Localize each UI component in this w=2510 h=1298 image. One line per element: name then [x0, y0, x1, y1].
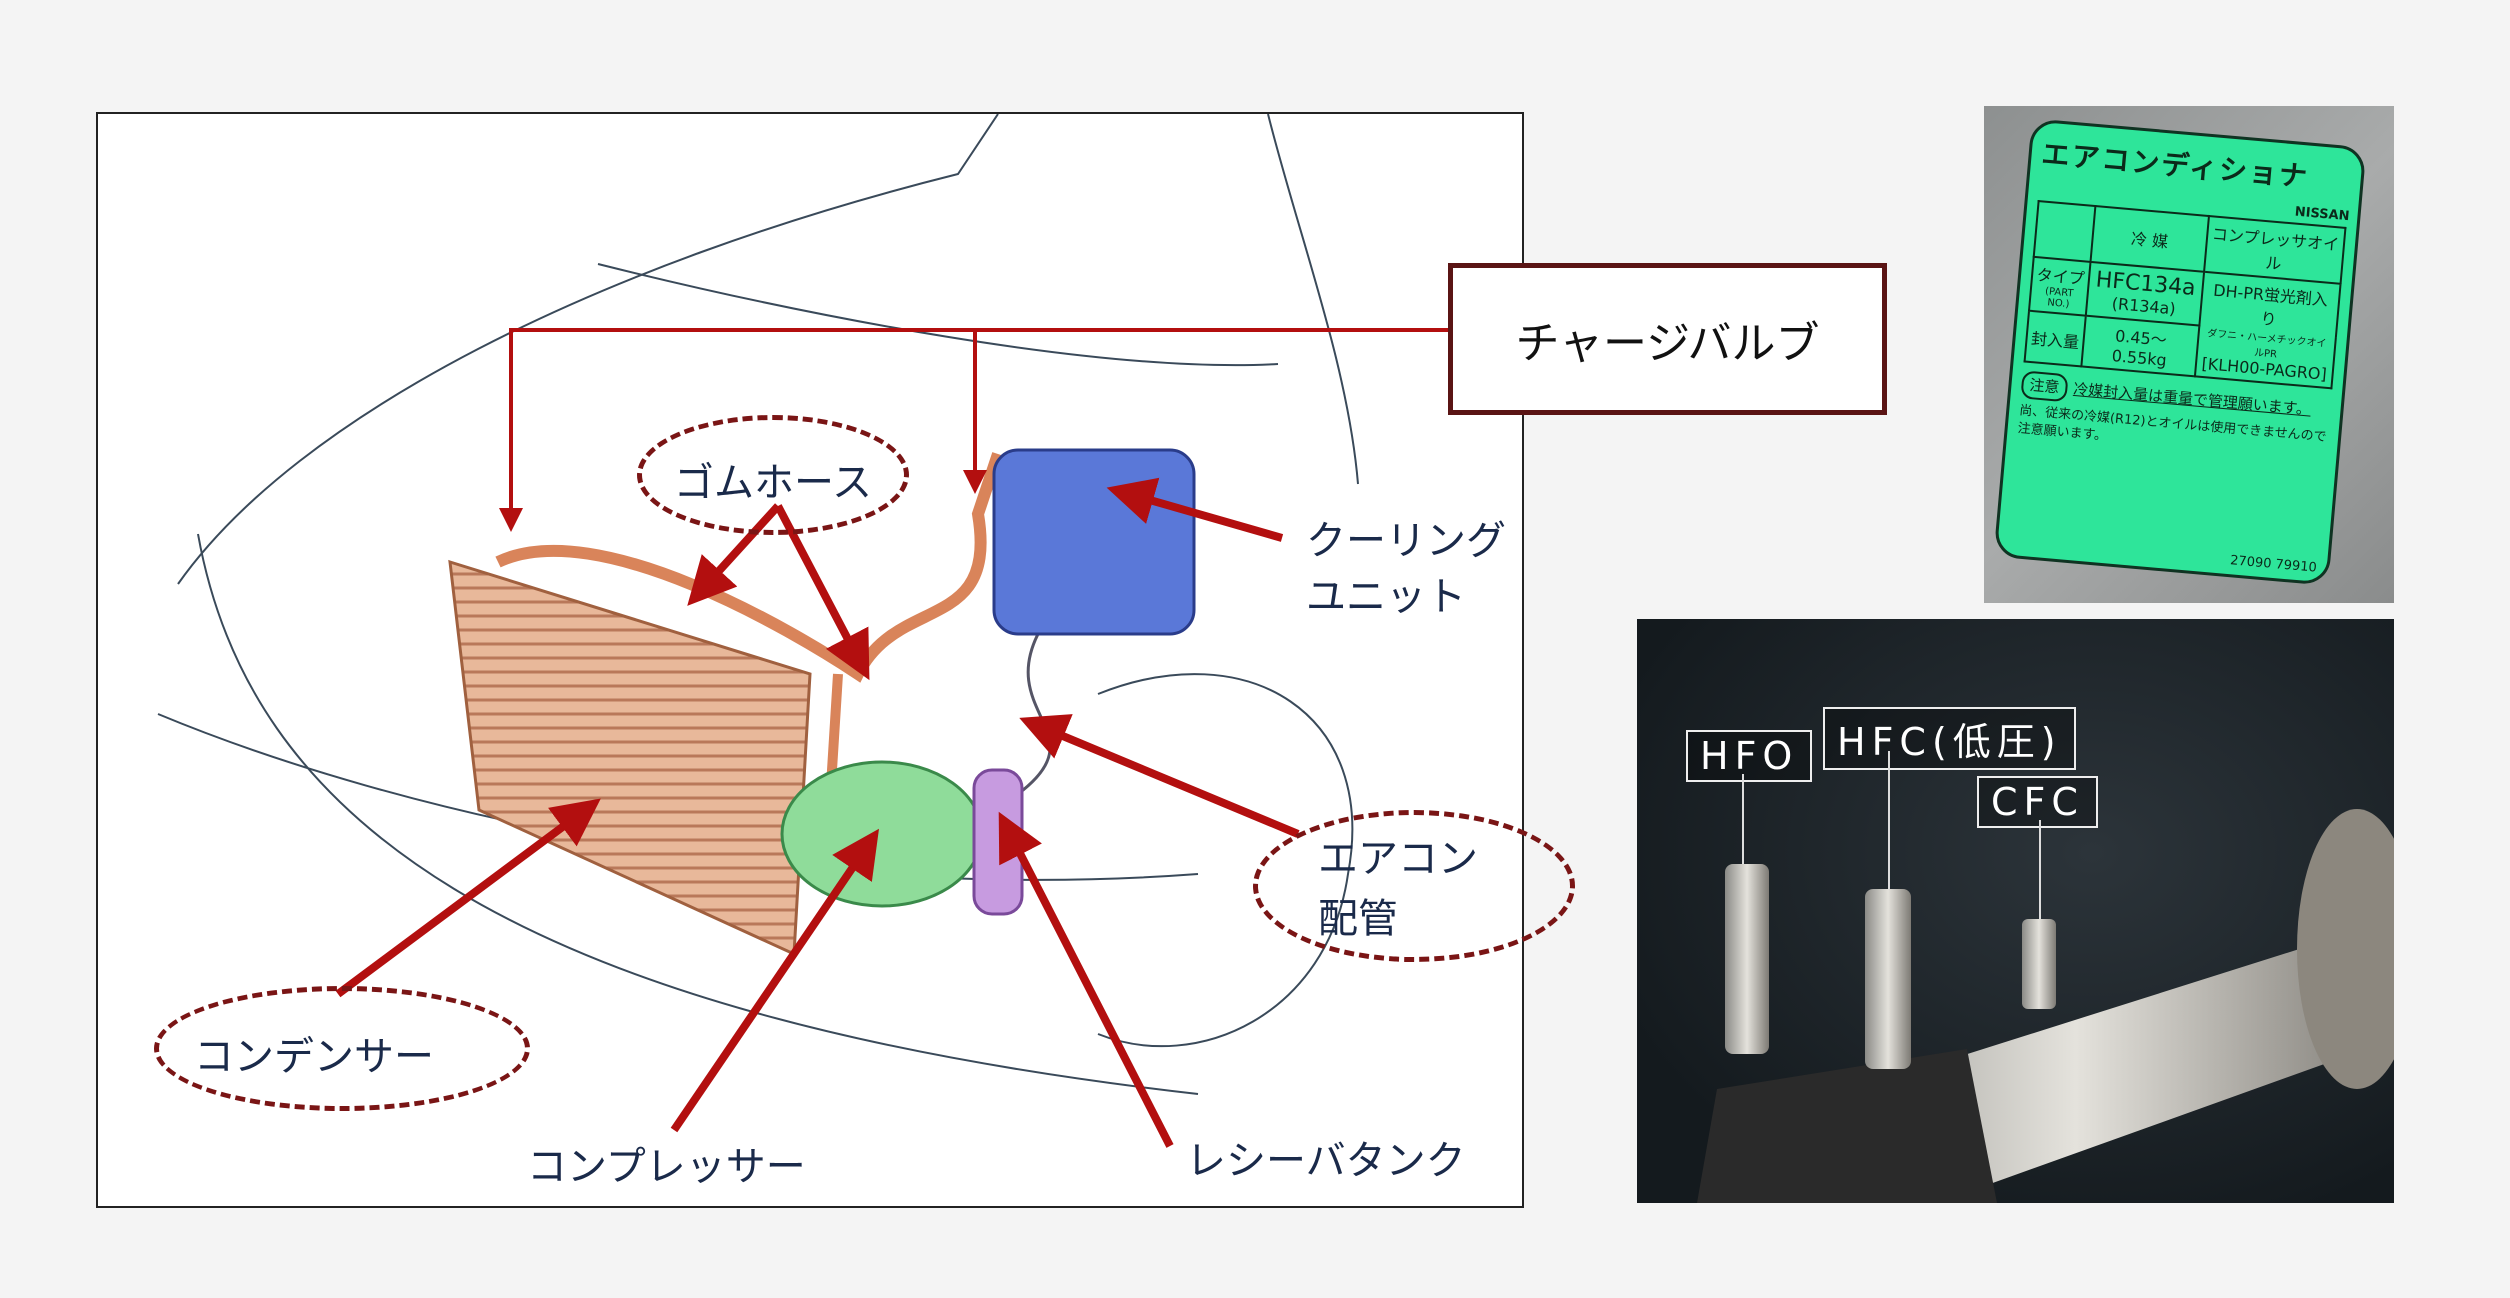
rubber-grommet [1697, 1049, 1997, 1203]
ac-piping-label-2: 配管 [1318, 896, 1398, 942]
ac-spec-sticker-photo: エアコンディショナ NISSAN 冷 媒コンプレッサオイル タイプ(PART N… [1984, 106, 2394, 603]
cooling-unit-label-1: クーリング [1306, 518, 1506, 564]
amount: 0.45〜0.55kg [2081, 315, 2200, 377]
compressor-label: コンプレッサー [527, 1144, 806, 1190]
compressor [780, 760, 984, 908]
rubber-hose-ellipse [637, 415, 909, 535]
hfc-port [1865, 889, 1911, 1069]
sticker-brand: NISSAN [2294, 204, 2351, 225]
sticker-title: エアコンディショナ [2040, 137, 2311, 194]
cfc-port [2022, 919, 2056, 1009]
spec-table: 冷 媒コンプレッサオイル タイプ(PART NO.) HFC134a(R134a… [2023, 200, 2346, 389]
arrow-condenser [335, 798, 601, 998]
receiver-tank-label: レシーバタンク [1186, 1138, 1466, 1184]
spec-label: エアコンディショナ NISSAN 冷 媒コンプレッサオイル タイプ(PART N… [1993, 118, 2367, 586]
ac-system-diagram: チャージバルブ ゴムホース クーリング ユニット エアコン 配管 コンデンサー … [96, 112, 1887, 1208]
car-ac-illustration [157, 114, 1450, 1148]
arrow-cooling-unit [1106, 477, 1284, 542]
lead-hfc [1888, 751, 1890, 889]
condenser-label: コンデンサー [194, 1034, 434, 1080]
tag-cfc: CFC [1977, 776, 2098, 828]
pointer-arrows [335, 477, 1300, 1148]
cooling-unit [992, 448, 1196, 636]
tag-hfo: HFO [1686, 730, 1813, 782]
cooling-unit-label-2: ユニット [1306, 574, 1466, 620]
service-port-photo: HFO HFC(低圧) CFC [1637, 619, 2394, 1203]
ac-piping-ellipse [1253, 810, 1575, 962]
hfo-port [1725, 864, 1769, 1054]
rubber-hose-label: ゴムホース [674, 460, 872, 506]
arrow-ac-piping [1019, 714, 1300, 838]
col-refrigerant: 冷 媒 [2090, 206, 2209, 272]
row-amount: 封入量 [2024, 310, 2086, 367]
arrow-receiver-tank [998, 811, 1174, 1148]
part-number: 27090 79910 [2229, 553, 2318, 576]
condenser-ellipse [154, 986, 530, 1111]
fittings-illustration [1697, 809, 2394, 1203]
tag-hfc-low: HFC(低圧) [1823, 707, 2076, 770]
row-type: タイプ [2035, 265, 2086, 289]
caution-badge: 注意 [2020, 370, 2069, 403]
pipe-flange [2297, 809, 2394, 1089]
arrow-compressor [670, 828, 880, 1133]
charge-valve-leaders [499, 328, 1450, 532]
row-part-no: (PART NO.) [2044, 286, 2074, 311]
lead-hfo [1742, 774, 1744, 864]
charge-valve-label: チャージバルブ [1448, 263, 1887, 415]
ac-piping-label-1: エアコン [1318, 836, 1478, 882]
lead-cfc [2039, 820, 2041, 919]
